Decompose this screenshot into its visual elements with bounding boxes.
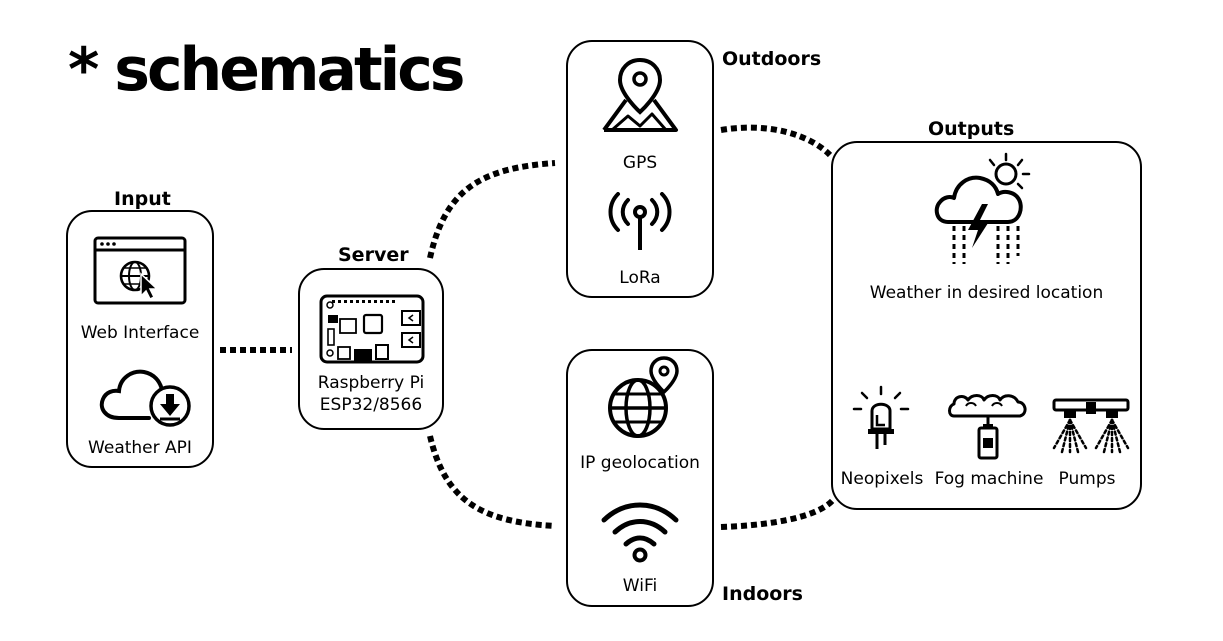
input-item-weather-api: Weather API (88, 438, 192, 458)
input-label: Input (114, 188, 171, 210)
cloud-download-icon (99, 369, 191, 427)
output-item-pumps: Pumps (1058, 469, 1116, 489)
input-item-web-interface: Web Interface (80, 323, 200, 343)
output-item-neopixels: Neopixels (840, 469, 924, 489)
indoors-item-wifi: WiFi (622, 576, 658, 596)
map-pin-icon (602, 57, 678, 132)
connector-outdoors-outputs (720, 124, 833, 158)
outdoors-box (566, 40, 714, 298)
outdoors-item-gps: GPS (622, 153, 658, 173)
outputs-label: Outputs (928, 118, 1015, 140)
led-icon (852, 385, 910, 449)
raspberry-pi-board-icon (319, 294, 425, 364)
wifi-icon (601, 502, 679, 563)
server-item-esp32: ESP32/8566 (319, 395, 423, 415)
globe-pin-icon (608, 356, 679, 438)
connector-server-outdoors (427, 160, 556, 259)
page-title: * schematics (68, 35, 465, 105)
outdoors-label: Outdoors (722, 48, 822, 70)
antenna-icon (608, 192, 672, 250)
indoors-label: Indoors (722, 583, 803, 605)
server-item-raspberry-pi: Raspberry Pi (317, 373, 425, 393)
connector-indoors-outputs (720, 497, 836, 530)
sprinkler-icon (1052, 398, 1130, 454)
connector-server-indoors (427, 435, 556, 529)
server-label: Server (338, 244, 409, 266)
storm-cloud-sun-icon (934, 152, 1031, 264)
outdoors-item-lora: LoRa (619, 268, 661, 288)
output-item-fog-machine: Fog machine (934, 469, 1044, 489)
indoors-box (566, 349, 714, 607)
fog-machine-icon (948, 394, 1027, 460)
weather-desired-location-label: Weather in desired location (869, 283, 1104, 303)
indoors-item-ip-geolocation: IP geolocation (580, 453, 700, 473)
input-box (66, 210, 214, 468)
browser-globe-cursor-icon (93, 236, 187, 305)
